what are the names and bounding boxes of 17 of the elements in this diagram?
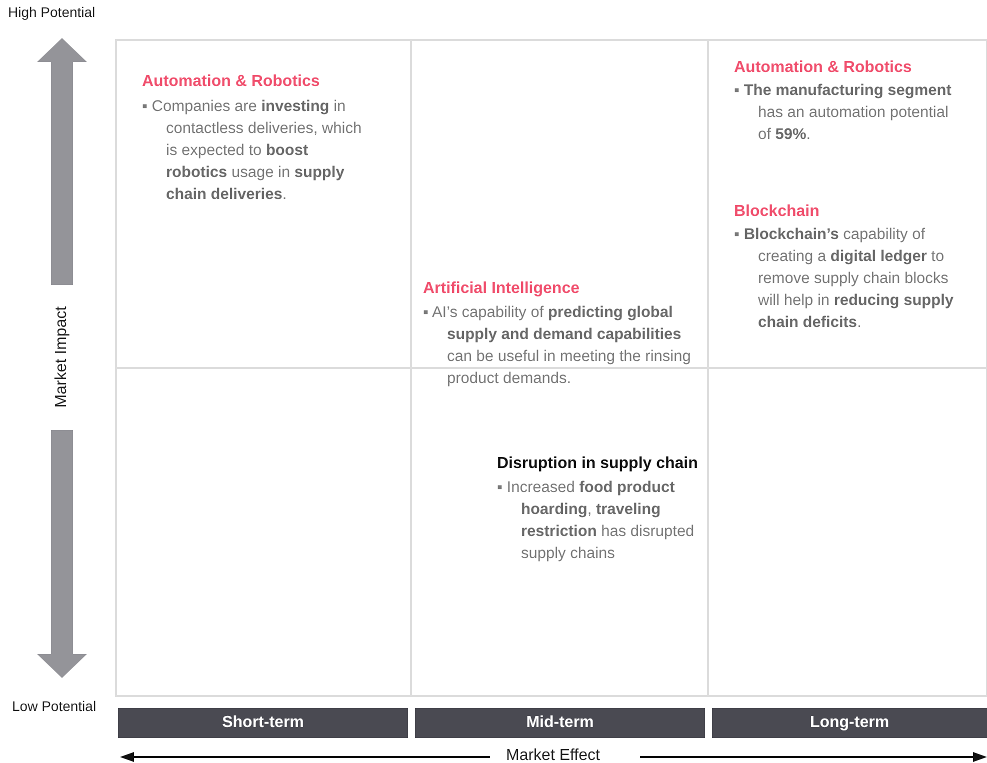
axis-label: Market Effect	[506, 747, 600, 763]
column-header: Short-term	[118, 708, 408, 738]
bullet-text: ▪ Blockchain’s capability of creating a digital ledger to remove supply chain blocks will help in reducing supply chain deficits.	[734, 225, 955, 333]
section-heading: Artificial Intelligence	[423, 280, 580, 298]
section-heading: Blockchain	[734, 203, 820, 221]
bullet-text: ▪ The manufacturing segment has an automation potential of 59%.	[734, 81, 952, 145]
bullet-text: ▪ AI’s capability of predicting global supply and demand capabilities can be useful in meeting the rinsing product demands.	[423, 303, 692, 389]
section-heading: Automation & Robotics	[142, 73, 320, 91]
section-heading: Automation & Robotics	[734, 59, 912, 77]
axis-label: Market Impact	[53, 306, 71, 408]
section-heading: Disruption in supply chain	[497, 455, 698, 473]
column-header: Mid-term	[415, 708, 705, 738]
column-header: Long-term	[712, 708, 987, 738]
axis-label: Low Potential	[12, 698, 96, 714]
bullet-text: ▪ Increased food product hoarding, traveling restriction has disrupted supply chains	[497, 478, 696, 564]
bullet-text: ▪ Companies are investing in contactless deliveries, which is expected to boost robotics usage in supply chain deliveries.	[142, 97, 363, 205]
axis-label: High Potential	[8, 4, 96, 20]
